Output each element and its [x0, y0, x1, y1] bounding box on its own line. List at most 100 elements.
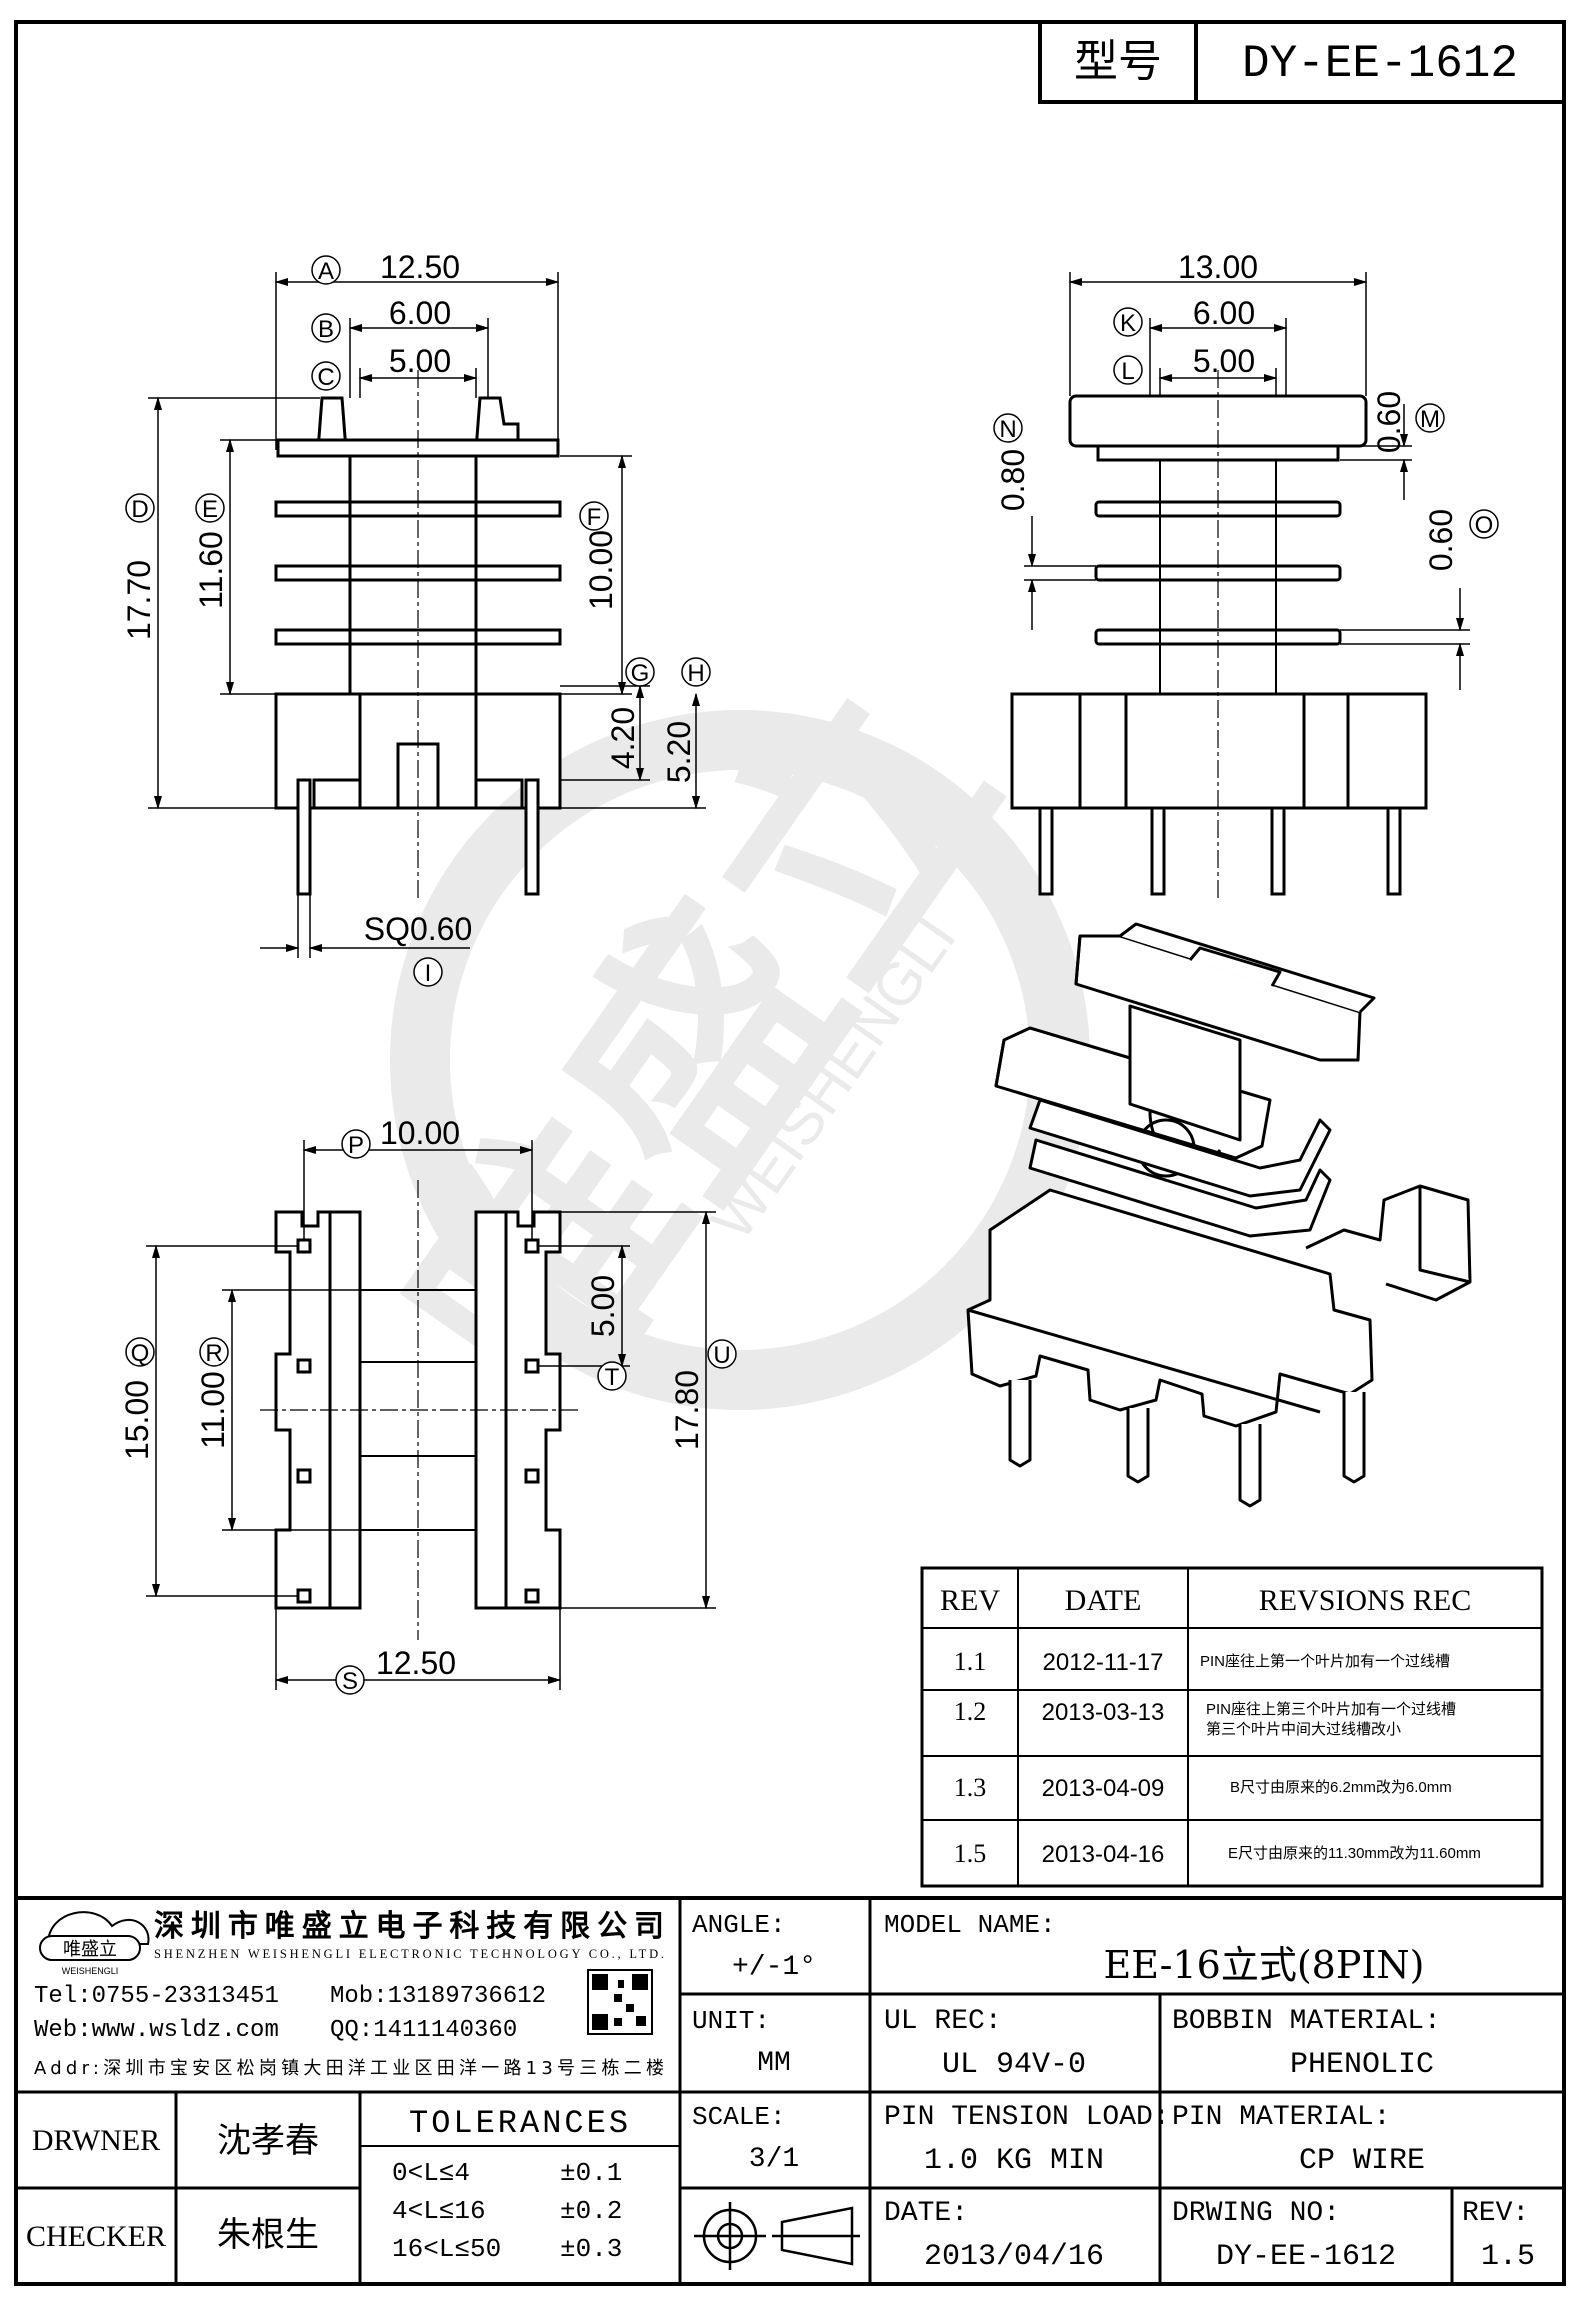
callout-T: T [605, 1364, 620, 1391]
rev-label: REV: [1462, 2198, 1529, 2229]
company-tel: Tel:0755-23313451 [34, 1983, 279, 2010]
dim-T-value: 5.00 [585, 1275, 621, 1337]
dim-A-value: 12.50 [380, 249, 460, 285]
revision-row-rec: PIN座往上第三个叶片加有一个过线槽 [1206, 1700, 1456, 1718]
revision-row-rec: PIN座往上第一个叶片加有一个过线槽 [1200, 1652, 1450, 1670]
callout-L: L [1121, 358, 1134, 385]
callout-U: U [713, 1342, 730, 1369]
callout-N: N [999, 416, 1016, 443]
revision-row-rev: 1.5 [954, 1839, 987, 1868]
side-view-callouts: K L M N O [993, 307, 1499, 539]
date-value: 2013/04/16 [924, 2240, 1104, 2274]
dim-Q-value: 15.00 [119, 1380, 155, 1460]
dim-M-value: 0.60 [1371, 391, 1407, 453]
model-name-label: MODEL NAME: [884, 1910, 1056, 1940]
callout-H: H [687, 660, 704, 687]
revision-row-date: 2013-04-16 [1042, 1841, 1165, 1868]
dim-K-value: 6.00 [1193, 295, 1255, 331]
callout-P: P [348, 1132, 364, 1159]
callout-I: I [425, 960, 432, 987]
revision-row-rec: E尺寸由原来的11.30mm改为11.60mm [1228, 1845, 1481, 1862]
company-logo-subtext: WEISHENGLI [62, 1966, 119, 1976]
pin-tension-value: 1.0 KG MIN [924, 2144, 1104, 2178]
scale-label: SCALE: [692, 2102, 786, 2132]
tolerance-value-2: ±0.2 [560, 2196, 622, 2226]
drawer-name: 沈孝春 [217, 2121, 319, 2161]
dim-D-value: 17.70 [121, 560, 157, 640]
model-number-block: 型号 DY-EE-1612 [1038, 20, 1566, 104]
unit-value: MM [757, 2048, 791, 2079]
dim-P-value: 10.00 [380, 1115, 460, 1151]
revision-row-date: 2013-03-13 [1042, 1699, 1165, 1726]
rev-value: 1.5 [1481, 2240, 1535, 2274]
side-view-dimension-texts: 13.00 6.00 5.00 0.60 0.80 0.60 [995, 249, 1459, 571]
dim-F-value: 10.00 [583, 530, 619, 610]
tolerances-label: TOLERANCES [409, 2105, 631, 2142]
ul-rec-value: UL 94V-0 [942, 2048, 1086, 2082]
dim-S-value: 12.50 [376, 1645, 456, 1681]
callout-C: C [317, 364, 334, 391]
model-number-value: DY-EE-1612 [1242, 38, 1518, 90]
pin-material-value: CP WIRE [1299, 2144, 1425, 2178]
callout-R: R [205, 1340, 222, 1367]
callout-M: M [1420, 406, 1440, 433]
qr-code [587, 1969, 653, 2035]
revision-table: REV DATE REVSIONS REC 1.1 2012-11-17 PIN… [920, 1566, 1544, 1888]
callout-S: S [342, 1668, 358, 1695]
dim-O-value: 0.60 [1423, 509, 1459, 571]
front-view-callouts: A B C D E F G H I [125, 255, 711, 987]
isometric-view [966, 922, 1472, 1508]
bottom-view-centerlines [260, 1180, 580, 1640]
third-angle-projection-icon [694, 2202, 860, 2270]
callout-G: G [631, 660, 650, 687]
callout-F: F [587, 504, 602, 531]
checker-name: 朱根生 [217, 2215, 319, 2255]
model-number-label: 型号 [1074, 36, 1162, 87]
callout-E: E [202, 496, 218, 523]
unit-label: UNIT: [692, 2006, 770, 2036]
tolerance-value-3: ±0.3 [560, 2234, 622, 2264]
revision-row-rec-line2: 第三个叶片中间大过线槽改小 [1206, 1720, 1401, 1738]
callout-D: D [131, 496, 148, 523]
dim-N-value: 0.80 [995, 449, 1031, 511]
front-view-dimension-texts: 12.50 6.00 5.00 17.70 11.60 10.00 4.20 5… [121, 249, 697, 947]
ul-rec-label: UL REC: [884, 2006, 1002, 2037]
bottom-view-callouts: P Q R S T U [125, 1129, 737, 1695]
company-mob: Mob:13189736612 [330, 1983, 546, 2010]
dim-R-value: 11.00 [195, 1371, 231, 1449]
revision-row-rec: B尺寸由原来的6.2mm改为6.0mm [1230, 1779, 1452, 1796]
callout-A: A [318, 258, 334, 285]
revision-row-rev: 1.2 [954, 1697, 987, 1726]
company-address: Addr:深圳市宝安区松岗镇大田洋工业区田洋一路13号三栋二楼 [34, 2058, 664, 2079]
company-qq: QQ:1411140360 [330, 2017, 517, 2044]
side-view-dimensions [1024, 272, 1470, 690]
revision-row-rev: 1.1 [954, 1647, 987, 1676]
bobbin-material-label: BOBBIN MATERIAL: [1172, 2006, 1441, 2037]
company-logo: 唯盛立 WEISHENGLI [39, 1911, 150, 1976]
callout-Q: Q [131, 1340, 150, 1367]
drawing-number-label: DRWING NO: [1172, 2198, 1340, 2229]
revision-header-date: DATE [1065, 1584, 1142, 1617]
dim-E-value: 11.60 [193, 531, 229, 609]
callout-K: K [1120, 310, 1136, 337]
tolerance-value-1: ±0.1 [560, 2158, 622, 2188]
company-web: Web:www.wsldz.com [34, 2017, 279, 2044]
bottom-view-dimensions [146, 1140, 716, 1690]
dim-side-total-value: 13.00 [1178, 249, 1258, 285]
dim-L-value: 5.00 [1193, 343, 1255, 379]
tolerance-range-2: 4<L≤16 [392, 2196, 486, 2226]
dim-U-value: 17.80 [669, 1370, 705, 1450]
front-view-dimensions [148, 272, 706, 958]
callout-B: B [318, 316, 334, 343]
checker-label: CHECKER [26, 2220, 166, 2253]
pin-material-label: PIN MATERIAL: [1172, 2102, 1390, 2133]
model-name-value: EE-16立式(8PIN) [1103, 1943, 1424, 1987]
tolerance-range-1: 0<L≤4 [392, 2158, 470, 2188]
revision-header-rev: REV [940, 1584, 1000, 1617]
date-label: DATE: [884, 2198, 968, 2229]
revision-row-date: 2013-04-09 [1042, 1775, 1165, 1802]
title-block: 唯盛立 WEISHENGLI 深圳市唯盛立电子科技有限公司 SHENZHEN W… [14, 1896, 1566, 2286]
callout-O: O [1475, 512, 1494, 539]
scale-value: 3/1 [749, 2144, 799, 2175]
